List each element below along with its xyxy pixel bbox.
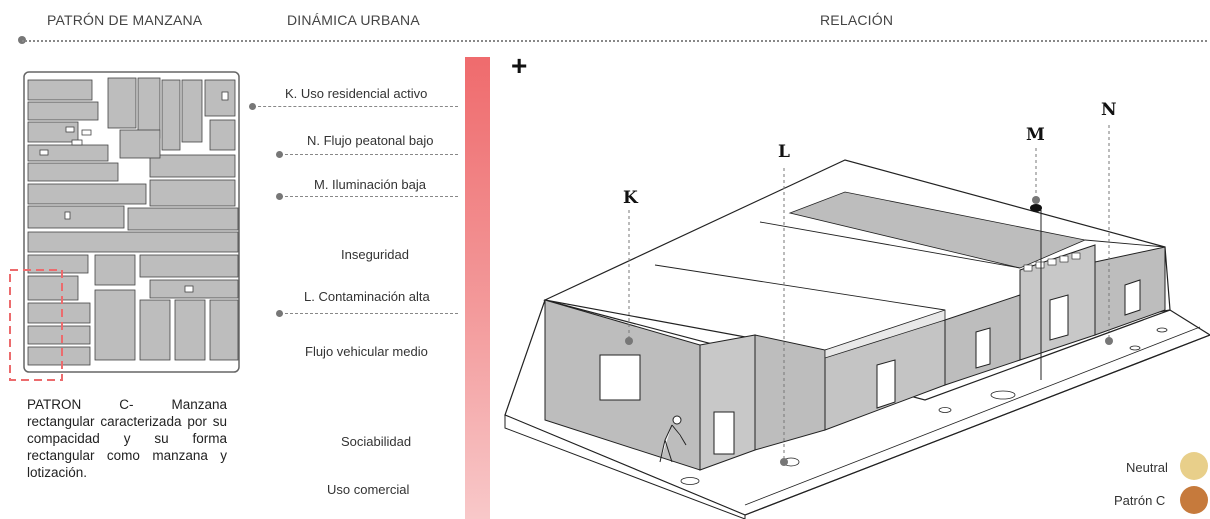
- dynamic-l-leader: [280, 313, 458, 314]
- dynamic-n-dot: [276, 151, 283, 158]
- block-plan: [9, 71, 240, 381]
- dynamic-uso: Uso comercial: [327, 482, 410, 497]
- point-n-dot: [1105, 337, 1113, 345]
- header-divider: [22, 40, 1207, 42]
- dynamic-k-dot: [249, 103, 256, 110]
- dynamic-l-dot: [276, 310, 283, 317]
- dynamic-k-leader: [253, 106, 458, 107]
- point-m-label: M: [1026, 125, 1045, 145]
- dynamic-n-leader: [280, 154, 458, 155]
- legend-patron-c-label: Patrón C: [1114, 493, 1166, 508]
- point-l-label: L: [778, 142, 790, 162]
- dynamic-l-label: L. Contaminación alta: [304, 289, 430, 304]
- point-m-dot: [1032, 196, 1040, 204]
- pattern-description: PATRON C- Manzana rectangular caracteriz…: [27, 397, 227, 480]
- dynamic-inseguridad: Inseguridad: [341, 247, 409, 262]
- header-relacion: RELACIÓN: [820, 12, 894, 28]
- point-k-dot: [625, 337, 633, 345]
- dynamic-n-label: N. Flujo peatonal bajo: [307, 133, 434, 148]
- dynamic-flujo: Flujo vehicular medio: [305, 344, 428, 359]
- point-n-label: N: [1101, 100, 1117, 120]
- header-patron: PATRÓN DE MANZANA: [47, 12, 203, 28]
- dynamic-m-leader: [280, 196, 458, 197]
- sidewalk-base: [504, 299, 1210, 519]
- point-l-dot: [780, 458, 788, 466]
- plus-sign: +: [511, 50, 528, 81]
- intensity-gradient-bar: [465, 57, 490, 519]
- dynamic-m-dot: [276, 193, 283, 200]
- dynamic-k-label: K. Uso residencial activo: [285, 86, 428, 101]
- dynamic-m-label: M. Iluminación baja: [314, 177, 426, 192]
- legend-patron-c-swatch: [1180, 486, 1208, 514]
- legend-neutral-swatch: [1180, 452, 1208, 480]
- legend-neutral-label: Neutral: [1126, 460, 1168, 475]
- dynamic-sociabilidad: Sociabilidad: [341, 434, 412, 449]
- header-dinamica: DINÁMICA URBANA: [287, 12, 420, 28]
- point-k-label: K: [623, 188, 639, 208]
